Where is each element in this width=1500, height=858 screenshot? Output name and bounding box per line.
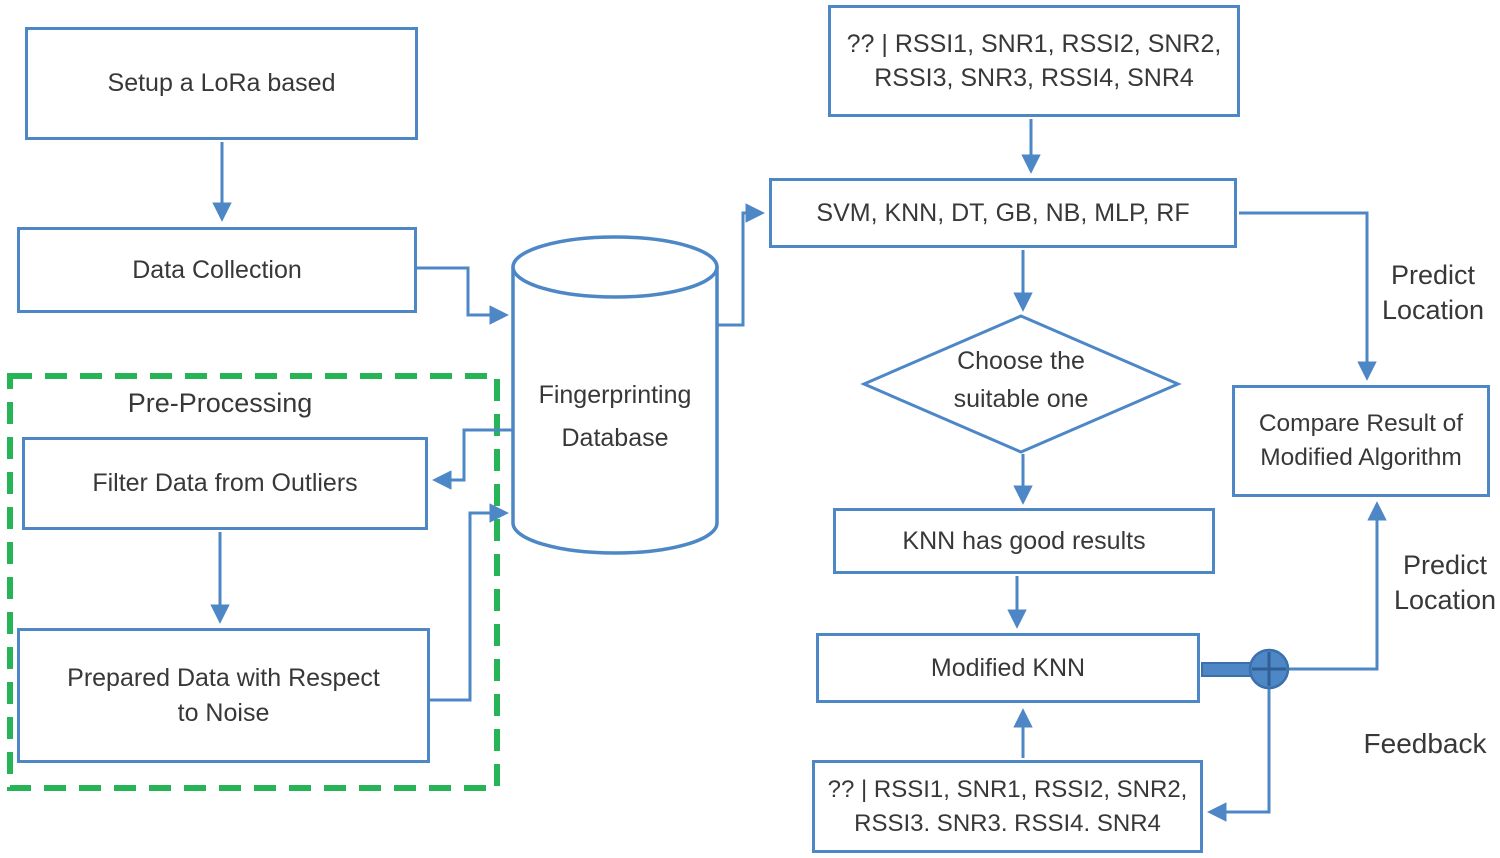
choose-suitable-label: Choose the suitable one bbox=[864, 343, 1178, 418]
database-label-line1: Fingerprinting bbox=[538, 381, 692, 409]
predict-bottom-line2: Location bbox=[1393, 584, 1497, 615]
connector-database-to-algorithms bbox=[717, 203, 765, 327]
feedback-junction-cross bbox=[1252, 652, 1286, 686]
predict-location-bottom-label: Predict Location bbox=[1380, 548, 1500, 617]
data-collection-node: Data Collection bbox=[17, 227, 417, 313]
database-label-line2: Database bbox=[561, 423, 669, 452]
choose-suitable-diamond bbox=[860, 314, 1182, 454]
algorithms-node: SVM, KNN, DT, GB, NB, MLP, RF bbox=[769, 178, 1237, 248]
database-cylinder-fill bbox=[513, 267, 717, 553]
predict-top-line1: Predict bbox=[1390, 260, 1476, 290]
choose-label-line1: Choose the bbox=[957, 347, 1085, 375]
compare-result-node: Compare Result of Modified Algorithm bbox=[1232, 385, 1490, 497]
compare-result-line2: Modified Algorithm bbox=[1260, 444, 1462, 471]
prepared-data-line2: to Noise bbox=[177, 698, 270, 727]
connector-datacollection-to-database bbox=[417, 266, 509, 325]
prepared-data-line1: Prepared Data with Respect bbox=[67, 664, 380, 692]
prepared-data-node: Prepared Data with Respect to Noise bbox=[17, 628, 430, 763]
pre-processing-group-label: Pre-Processing bbox=[127, 388, 313, 418]
connector-algorithms-to-compare-predict bbox=[1239, 211, 1377, 381]
query-top-line1: ?? | RSSI1, SNR1, RSSI2, SNR2, bbox=[846, 29, 1222, 58]
compare-result-line1: Compare Result of bbox=[1258, 410, 1464, 438]
query-top-line2: RSSI3, SNR3, RSSI4, SNR4 bbox=[874, 64, 1194, 92]
database-cylinder-top bbox=[511, 235, 719, 299]
modified-knn-node: Modified KNN bbox=[816, 633, 1200, 703]
query-input-top-node: ?? | RSSI1, SNR1, RSSI2, SNR2, RSSI3, SN… bbox=[828, 5, 1240, 117]
connector-junction-feedback-to-querybottom bbox=[1207, 688, 1271, 822]
connector-database-to-filter bbox=[432, 428, 513, 490]
setup-lora-node: Setup a LoRa based bbox=[25, 27, 418, 140]
query-bottom-line1: ?? | RSSI1, SNR1, RSSI2, SNR2, bbox=[827, 776, 1188, 804]
choose-label-line2: suitable one bbox=[953, 384, 1089, 413]
knn-results-node: KNN has good results bbox=[833, 508, 1215, 574]
query-bottom-line2: RSSI3. SNR3. RSSI4. SNR4 bbox=[854, 809, 1161, 837]
pre-processing-group-border bbox=[7, 373, 500, 791]
predict-bottom-line1: Predict bbox=[1402, 550, 1488, 580]
connector-prepared-to-database bbox=[430, 503, 509, 702]
filter-outliers-node: Filter Data from Outliers bbox=[22, 437, 428, 530]
database-cylinder-body bbox=[511, 267, 719, 555]
feedback-label: Feedback bbox=[1363, 728, 1487, 759]
predict-top-line2: Location bbox=[1381, 294, 1485, 325]
modifiedknn-junction-bar bbox=[1201, 662, 1255, 677]
connector-junction-to-compare-predict bbox=[1288, 501, 1387, 671]
predict-location-top-label: Predict Location bbox=[1368, 258, 1498, 327]
fingerprinting-database-label: Fingerprinting Database bbox=[513, 374, 717, 459]
query-input-bottom-node: ?? | RSSI1, SNR1, RSSI2, SNR2, RSSI3. SN… bbox=[812, 760, 1203, 853]
